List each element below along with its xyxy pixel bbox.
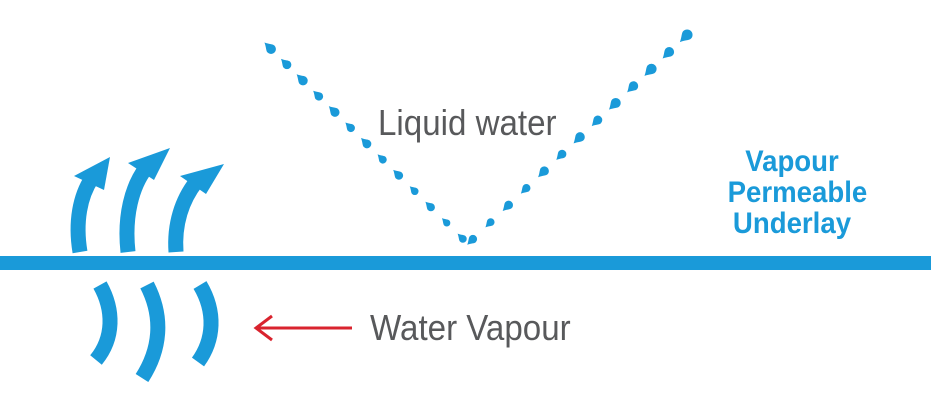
droplet-icon xyxy=(644,63,657,76)
membrane-label-line-1: Vapour xyxy=(745,145,839,178)
droplet-icon xyxy=(361,138,372,149)
droplet-icon xyxy=(328,106,340,117)
droplet-icon xyxy=(409,186,419,196)
droplet-icon xyxy=(345,122,355,133)
membrane-label-line-3: Underlay xyxy=(732,207,852,240)
droplet-icon xyxy=(573,132,585,144)
liquid-water-droplets xyxy=(264,29,693,245)
droplet-icon xyxy=(296,74,308,86)
droplet-icon xyxy=(377,154,387,164)
droplet-icon xyxy=(264,42,276,54)
vapour-curve-2 xyxy=(135,281,166,383)
vapour-curve-3 xyxy=(191,281,219,367)
liquid-water-label: Liquid water xyxy=(378,102,557,143)
droplet-icon xyxy=(281,58,292,70)
left-arrow-icon xyxy=(253,314,352,342)
droplet-icon xyxy=(538,166,549,178)
droplet-icon xyxy=(457,233,467,243)
droplet-icon xyxy=(662,47,675,59)
droplet-icon xyxy=(313,90,324,101)
vapour-curve-1 xyxy=(89,281,118,365)
droplet-icon xyxy=(627,81,639,93)
droplet-icon xyxy=(485,218,495,228)
droplet-icon xyxy=(441,218,451,227)
droplet-icon xyxy=(393,169,404,180)
droplet-icon xyxy=(502,200,514,211)
underlay-membrane-line xyxy=(0,256,931,270)
membrane-label: Vapour Permeable Underlay xyxy=(727,145,868,240)
membrane-label-line-2: Permeable xyxy=(727,176,868,209)
droplet-icon xyxy=(609,97,621,110)
vapour-arrow-1-icon xyxy=(70,157,110,254)
water-vapour-label: Water Vapour xyxy=(370,307,571,348)
droplet-icon xyxy=(591,115,603,127)
vapour-arrow-3-icon xyxy=(168,164,224,253)
droplet-icon xyxy=(679,29,693,43)
droplet-icon xyxy=(467,234,478,245)
droplet-icon xyxy=(520,184,531,194)
droplet-icon xyxy=(425,201,435,212)
water-vapour-curves-below xyxy=(89,281,219,383)
water-vapour-arrows xyxy=(70,148,224,254)
vapour-arrow-2-icon xyxy=(119,148,170,253)
droplet-icon xyxy=(556,149,567,160)
